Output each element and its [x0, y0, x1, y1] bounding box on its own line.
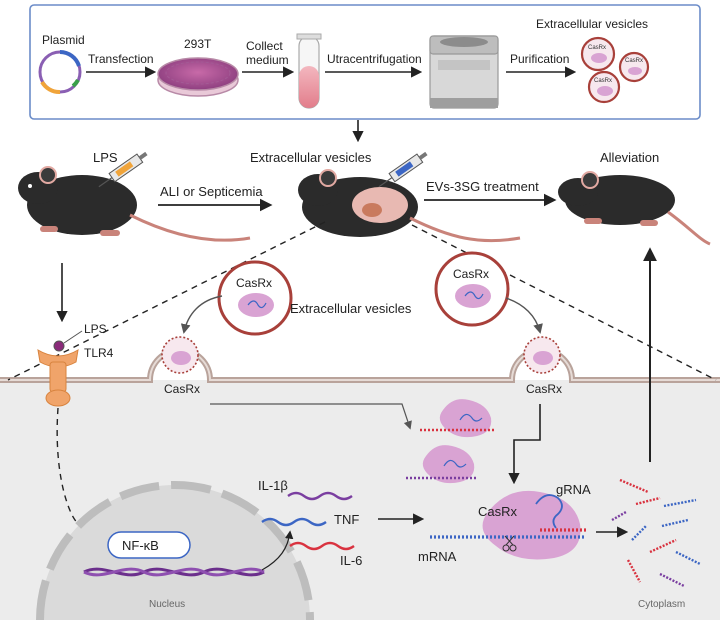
syringe-icon: [98, 151, 148, 188]
casrx-complex-top: [420, 399, 495, 438]
ev-right-uptake-arrow: [505, 297, 543, 334]
purification-label: Purification: [510, 52, 569, 66]
plasmid-icon: [38, 50, 82, 94]
ev-injection-label: Extracellular vesicles: [250, 150, 372, 165]
il6-mrna: [289, 541, 355, 551]
nfkb-node: [107, 531, 191, 559]
endocytic-left-label: CasRx: [164, 382, 200, 396]
small-ev-2-label: CasRx: [625, 58, 643, 64]
casrx-ev-right: [434, 251, 510, 327]
casrx-ev-left-label: CasRx: [236, 276, 272, 290]
casrx-complex-label: CasRx: [478, 504, 518, 519]
nfkb-label: NF-κB: [122, 538, 159, 553]
transfection-label: Transfection: [88, 52, 154, 66]
syringe-icon: [378, 151, 428, 188]
small-ev-3: CasRx: [587, 70, 621, 104]
scissors-icon: [502, 535, 517, 552]
small-ev-2: CasRx: [618, 51, 650, 83]
dna-helix-icon: [83, 567, 265, 577]
tnf-mrna: [261, 517, 327, 527]
il1b-mrna: [287, 491, 353, 501]
disease-label: ALI or Septicemia: [160, 184, 263, 199]
casrx-grna-complex: [430, 490, 586, 560]
mouse-icon: [558, 171, 711, 246]
nucleus-label: Nucleus: [149, 599, 185, 610]
ev-middle-label: Extracellular vesicles: [290, 301, 412, 316]
small-ev-3-label: CasRx: [594, 78, 612, 84]
lps-label: LPS: [93, 150, 118, 165]
cytoplasm-label: Cytoplasm: [638, 599, 685, 610]
tnf-label: TNF: [334, 512, 359, 527]
alleviation-label: Alleviation: [600, 150, 659, 165]
plasmid-label: Plasmid: [42, 33, 85, 47]
cell-line-label: 293T: [184, 37, 212, 51]
test-tube-icon: [296, 33, 322, 109]
ev-title-label: Extracellular vesicles: [536, 17, 648, 31]
endocytic-vesicle-right: [523, 336, 561, 374]
mouse-icon: [298, 169, 521, 243]
zoom-line-right: [411, 224, 717, 381]
il6-label: IL-6: [340, 553, 362, 568]
casrx-ev-right-label: CasRx: [453, 267, 489, 281]
transcription-arrow: [261, 530, 294, 571]
collect-label: Collect: [246, 39, 283, 53]
ultracentrifugation-label: Utracentrifugation: [327, 52, 422, 66]
zoom-line-left: [7, 221, 326, 381]
casrx-complex-middle: [406, 445, 478, 484]
mouse-icon: [18, 166, 251, 242]
medium-label: medium: [246, 53, 289, 67]
tlr4-signal-arrow: [56, 407, 108, 545]
small-ev-1-label: CasRx: [588, 45, 606, 51]
grna-label: gRNA: [556, 482, 591, 497]
endocytic-vesicle-left: [161, 336, 199, 374]
casrx-ev-left: [217, 260, 293, 336]
small-ev-1: CasRx: [580, 36, 616, 72]
release-arrow-right: [508, 404, 541, 485]
tlr4-label: TLR4: [84, 346, 114, 360]
mrna-label: mRNA: [418, 549, 457, 564]
release-arrow-left: [210, 403, 412, 430]
ev-left-uptake-arrow: [180, 295, 223, 334]
il1b-label: IL-1β: [258, 478, 288, 493]
treatment-label: EVs-3SG treatment: [426, 179, 539, 194]
degraded-rna-fragments: [611, 478, 701, 588]
endocytic-right-label: CasRx: [526, 382, 562, 396]
lps-ligand-icon: [53, 340, 65, 352]
petri-dish-icon: [157, 57, 239, 97]
centrifuge-icon: [429, 35, 499, 109]
lps-ligand-label: LPS: [84, 322, 107, 336]
tlr4-receptor-icon: [37, 349, 79, 407]
